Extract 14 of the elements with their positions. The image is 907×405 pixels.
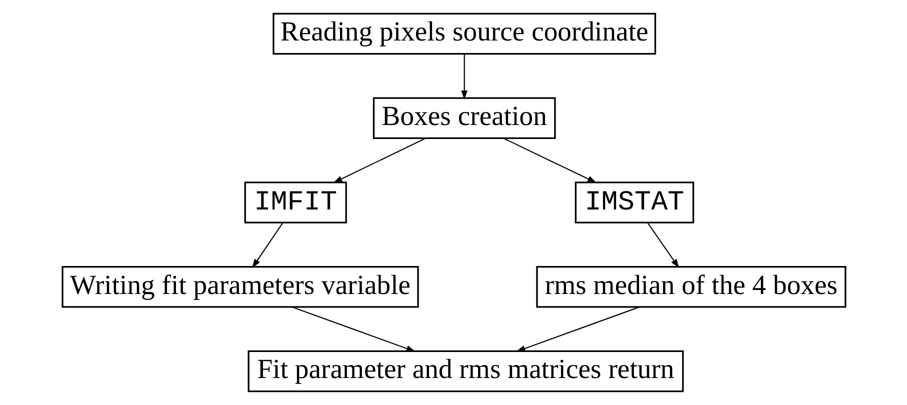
arrow [332,138,426,183]
node-box: Writing fit parameters variable [61,266,418,308]
node-box: IMFIT [244,182,346,224]
node-box: Reading pixels source coordinate [272,12,656,55]
node-box: IMSTAT [574,182,694,224]
node-box: rms median of the 4 boxes [536,266,846,308]
arrow [502,138,596,183]
node-box: Fit parameter and rms matrices return [247,350,684,392]
arrow [291,306,415,352]
node-box: Boxes creation [372,97,556,140]
arrow [516,306,640,352]
arrow [646,222,679,268]
arrow [460,54,468,100]
arrow [252,222,283,268]
